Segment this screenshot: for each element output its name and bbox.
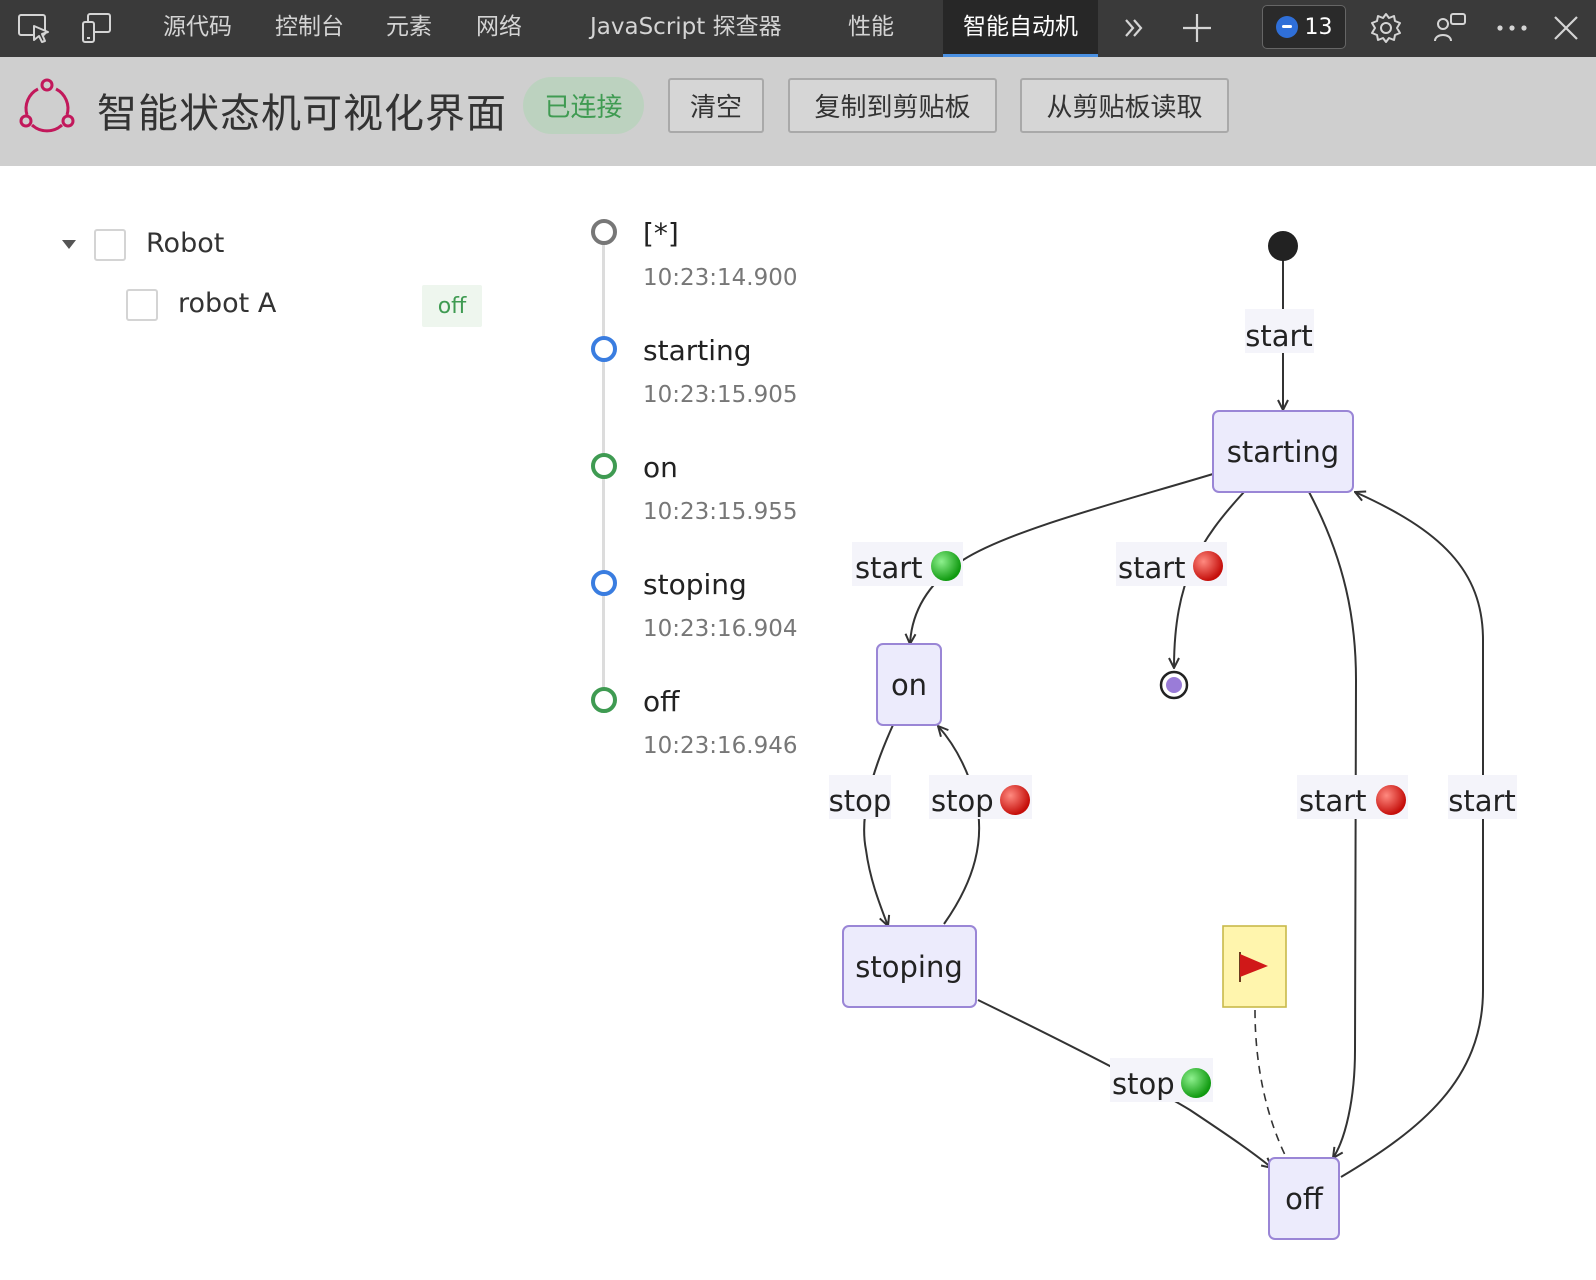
timeline-state-name: [*] <box>643 217 679 250</box>
state-node-starting: starting <box>1212 410 1354 493</box>
svg-text:on: on <box>891 668 927 702</box>
robot-checkbox[interactable] <box>94 229 126 261</box>
fail-status-icon <box>1376 785 1406 815</box>
edge-off-starting <box>1340 492 1484 1178</box>
timeline-dot <box>591 570 617 596</box>
edge-label: start <box>1116 542 1227 586</box>
robot-a-state-badge: off <box>422 285 482 327</box>
svg-text:stop: stop <box>1112 1067 1175 1101</box>
state-diagram: starting on stoping off start start star… <box>829 231 1517 1240</box>
more-icon[interactable] <box>1492 8 1532 48</box>
message-icon <box>1275 16 1298 38</box>
edge-label: stop <box>1110 1058 1213 1102</box>
issues-count: 13 <box>1304 14 1333 40</box>
edge-label: start <box>1297 775 1408 819</box>
state-machine-logo-icon <box>18 77 76 139</box>
timeline-timestamp: 10:23:15.955 <box>643 499 798 525</box>
timeline-dot <box>591 336 617 362</box>
tab-js-profiler[interactable]: JavaScript 探查器 <box>590 14 782 40</box>
state-node-off: off <box>1268 1157 1340 1240</box>
timeline-state-name: stoping <box>643 568 747 601</box>
svg-text:off: off <box>1285 1182 1324 1216</box>
robot-a-checkbox[interactable] <box>126 289 158 321</box>
state-node-on: on <box>876 643 942 726</box>
fail-status-icon <box>1193 551 1223 581</box>
edge-on-stoping <box>863 724 894 926</box>
devtools-tab-bar: 源代码 控制台 元素 网络 JavaScript 探查器 性能 智能自动机 13 <box>0 0 1596 57</box>
timeline-timestamp: 10:23:15.905 <box>643 382 798 408</box>
edge-label: start <box>1245 309 1314 353</box>
read-from-clipboard-button[interactable]: 从剪贴板读取 <box>1020 78 1229 133</box>
svg-text:stop: stop <box>829 784 892 818</box>
edge-label: start <box>1448 775 1517 819</box>
svg-text:starting: starting <box>1227 435 1339 469</box>
collapse-caret-icon[interactable] <box>62 240 76 249</box>
tree-node-robot-a[interactable]: robot A <box>178 288 277 319</box>
page-title: 智能状态机可视化界面 <box>97 91 507 137</box>
more-tabs-icon[interactable] <box>1114 8 1154 48</box>
timeline-state-name: on <box>643 451 678 484</box>
svg-text:stoping: stoping <box>855 950 962 984</box>
inspect-icon[interactable] <box>14 8 54 48</box>
timeline-timestamp: 10:23:14.900 <box>643 265 798 291</box>
clear-button[interactable]: 清空 <box>668 78 764 133</box>
initial-state-node <box>1268 231 1298 261</box>
svg-text:start: start <box>1245 319 1313 353</box>
timeline-dot <box>591 687 617 713</box>
success-status-icon <box>931 551 961 581</box>
edge-label: stop <box>829 775 892 819</box>
close-icon[interactable] <box>1546 8 1586 48</box>
note-box <box>1222 925 1287 1008</box>
svg-text:start: start <box>1118 551 1186 585</box>
tab-elements[interactable]: 元素 <box>386 14 432 40</box>
note-connector <box>1254 1009 1287 1158</box>
device-icon[interactable] <box>76 8 116 48</box>
copy-to-clipboard-button[interactable]: 复制到剪贴板 <box>788 78 997 133</box>
edge-stoping-on <box>938 726 981 925</box>
add-tab-icon[interactable] <box>1177 8 1217 48</box>
timeline-timestamp: 10:23:16.946 <box>643 733 798 759</box>
tab-network[interactable]: 网络 <box>476 14 522 40</box>
edge-label: start <box>852 542 963 586</box>
svg-text:start: start <box>1299 784 1367 818</box>
success-status-icon <box>1181 1068 1211 1098</box>
edge-starting-on <box>910 473 1214 644</box>
fail-status-icon <box>1000 785 1030 815</box>
timeline-dot <box>591 219 617 245</box>
timeline-dot <box>591 453 617 479</box>
edge-starting-off <box>1308 491 1358 1158</box>
tab-state-machine[interactable]: 智能自动机 <box>943 0 1098 57</box>
tab-console[interactable]: 控制台 <box>275 14 344 40</box>
svg-text:start: start <box>855 551 923 585</box>
tab-performance[interactable]: 性能 <box>848 14 894 40</box>
app-header: 智能状态机可视化界面 已连接 清空 复制到剪贴板 从剪贴板读取 <box>0 57 1596 166</box>
timeline-state-name: starting <box>643 334 752 367</box>
svg-text:stop: stop <box>931 784 994 818</box>
timeline-timestamp: 10:23:16.904 <box>643 616 798 642</box>
tab-sources[interactable]: 源代码 <box>163 14 232 40</box>
customize-icon[interactable] <box>1430 8 1470 48</box>
final-state-node <box>1159 670 1189 700</box>
tree-node-robot[interactable]: Robot <box>146 228 225 259</box>
connection-status-badge: 已连接 <box>523 77 644 134</box>
svg-text:start: start <box>1448 784 1516 818</box>
timeline-state-name: off <box>643 685 680 718</box>
edge-label: stop <box>929 775 1032 819</box>
settings-icon[interactable] <box>1366 8 1406 48</box>
state-node-stoping: stoping <box>842 925 977 1008</box>
issues-badge[interactable]: 13 <box>1262 5 1346 49</box>
red-flag-icon <box>1239 952 1268 982</box>
